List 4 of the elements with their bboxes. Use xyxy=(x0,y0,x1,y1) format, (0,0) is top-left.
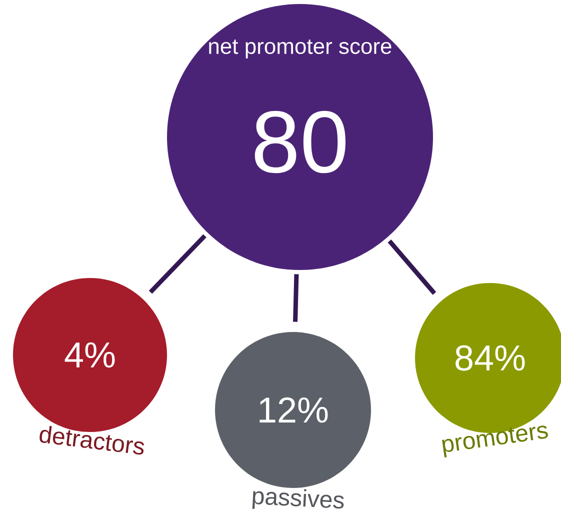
connector-line xyxy=(148,234,206,294)
connector-line xyxy=(388,240,436,295)
category-label: passives xyxy=(252,489,344,509)
connector-line xyxy=(293,274,299,322)
